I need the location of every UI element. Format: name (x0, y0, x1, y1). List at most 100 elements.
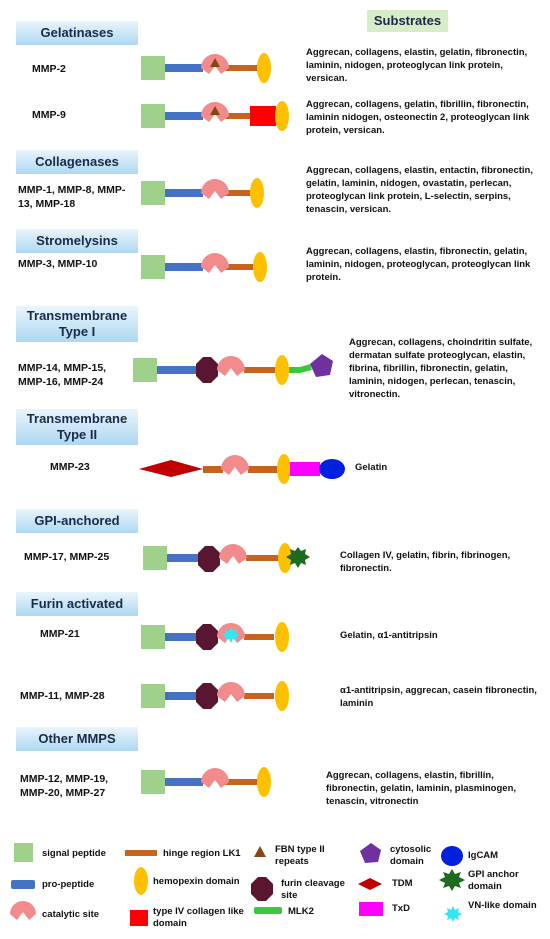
hinge-region-icon (244, 367, 280, 373)
domain-diagram-transmembrane-type-i (133, 354, 333, 385)
group-header-collagenases: Collagenases (16, 150, 138, 174)
signal-peptide-icon (141, 684, 165, 708)
gpi-anchor-domain-icon (286, 547, 310, 568)
substrate-text: Aggrecan, collagens, elastin, entactin, … (306, 165, 533, 215)
legend-hinge-region-icon (125, 850, 157, 856)
legend-label-signal-peptide: signal peptide (42, 848, 106, 859)
substrate-text: Gelatin, α1-antitripsin (340, 630, 438, 641)
legend-furin-site-icon (251, 877, 273, 901)
hemopexin-domain-icon (275, 622, 289, 652)
legend-cytosolic-icon (360, 843, 381, 863)
substrate-text: Collagen IV, gelatin, fibrin, fibrinogen… (340, 550, 511, 574)
hemopexin-domain-icon (275, 681, 289, 711)
type-iv-collagen-domain-icon (250, 106, 276, 126)
pro-peptide-icon (165, 778, 203, 786)
domain-diagram-mmp-21 (141, 622, 289, 652)
catalytic-site-icon (201, 768, 229, 788)
signal-peptide-icon (133, 358, 157, 382)
hemopexin-domain-icon (277, 454, 291, 484)
mmp-name: MMP-12, MMP-19, MMP-20, MMP-27 (20, 773, 109, 799)
signal-peptide-icon (141, 255, 165, 279)
legend-signal-peptide-icon (14, 843, 33, 862)
group-header-furin-activated: Furin activated (16, 592, 138, 616)
hinge-region-icon (224, 264, 257, 270)
domain-diagram-collagenases (141, 178, 264, 208)
legend-mlk2-icon (254, 907, 282, 914)
pro-peptide-icon (165, 263, 203, 271)
group-header-transmembrane-type-ii: Transmembrane Type II (16, 409, 138, 445)
legend-label-hinge-region: hinge region LK1 (163, 848, 241, 859)
signal-peptide-icon (141, 625, 165, 649)
mmp-name: MMP-1, MMP-8, MMP-13, MMP-18 (18, 184, 126, 210)
legend-label-hemopexin: hemopexin domain (153, 876, 240, 887)
legend-label-collagen-iv: type IV collagen like domain (153, 906, 244, 929)
mmp-name: MMP-17, MMP-25 (24, 551, 110, 563)
legend-label-txd: TxD (392, 903, 410, 914)
hinge-region-icon (203, 466, 223, 473)
legend-hemopexin-icon (134, 867, 148, 895)
fbn-repeats-icon (210, 58, 220, 67)
signal-peptide-icon (143, 546, 167, 570)
substrates-header: Substrates (367, 10, 448, 32)
domain-diagram-mmp-11-28 (141, 681, 289, 711)
substrate-text: Aggrecan, collagens, elastin, fibronecti… (306, 246, 531, 283)
signal-peptide-icon (141, 181, 165, 205)
furin-cleavage-site-icon (198, 546, 220, 572)
igcam-icon (319, 459, 345, 479)
legend-collagen-iv-icon (130, 910, 148, 926)
mlk2-icon (289, 364, 312, 373)
mmp-name: MMP-21 (40, 628, 80, 640)
mmp-name: MMP-2 (32, 63, 66, 75)
signal-peptide-icon (141, 104, 165, 128)
catalytic-site-icon (219, 544, 247, 564)
signal-peptide-icon (141, 56, 165, 80)
mmp-name: MMP-9 (32, 109, 66, 121)
legend-pro-peptide-icon (11, 880, 35, 889)
legend-catalytic-site-icon (10, 901, 36, 920)
substrate-text: α1-antitripsin, aggrecan, casein fibrone… (340, 685, 537, 709)
hinge-region-icon (224, 65, 260, 71)
legend-igcam-icon (441, 846, 463, 866)
substrate-text: Gelatin (355, 462, 388, 473)
cytosolic-domain-icon (310, 354, 333, 377)
furin-cleavage-site-icon (196, 357, 218, 383)
pro-peptide-icon (165, 112, 203, 120)
vn-like-domain-icon (222, 627, 240, 643)
legend-label-vn-like: VN-like domain (468, 900, 537, 911)
hemopexin-domain-icon (275, 101, 289, 131)
domain-diagram-transmembrane-type-ii (139, 454, 345, 484)
hinge-region-icon (224, 779, 260, 785)
hemopexin-domain-icon (278, 543, 292, 573)
fbn-repeats-icon (210, 106, 220, 115)
substrate-text: Aggrecan, collagens, elastin, fibrillin,… (326, 770, 517, 807)
mmp-name: MMP-11, MMP-28 (20, 690, 105, 702)
signal-peptide-icon (141, 770, 165, 794)
legend-tdm-icon (358, 878, 382, 890)
group-header-gelatinases: Gelatinases (16, 21, 138, 45)
mmp-name: MMP-23 (50, 461, 90, 473)
furin-cleavage-site-icon (196, 683, 218, 709)
hinge-region-icon (246, 555, 280, 561)
legend-label-gpi-anchor: GPI anchor domain (468, 869, 519, 892)
hemopexin-domain-icon (275, 355, 289, 385)
furin-cleavage-site-icon (196, 624, 218, 650)
hinge-region-icon (244, 693, 274, 699)
domain-diagram-mmp-2 (141, 53, 271, 83)
group-header-other-mmps: Other MMPS (16, 727, 138, 751)
catalytic-site-icon (216, 355, 245, 376)
hinge-region-icon (248, 466, 282, 473)
domain-diagram-stromelysins (141, 252, 267, 282)
hemopexin-domain-icon (250, 178, 264, 208)
domain-diagram-mmp-9 (141, 101, 289, 131)
hinge-region-icon (244, 634, 274, 640)
pro-peptide-icon (165, 189, 203, 197)
pro-peptide-icon (167, 554, 201, 562)
legend-txd-icon (359, 902, 383, 916)
hemopexin-domain-icon (257, 767, 271, 797)
mmp-name: MMP-3, MMP-10 (18, 258, 98, 270)
substrate-text: Aggrecan, collagens, elastin, gelatin, f… (306, 47, 528, 84)
pro-peptide-icon (157, 366, 199, 374)
group-header-gpi-anchored: GPI-anchored (16, 509, 138, 533)
legend-gpi-anchor-icon (439, 869, 465, 891)
